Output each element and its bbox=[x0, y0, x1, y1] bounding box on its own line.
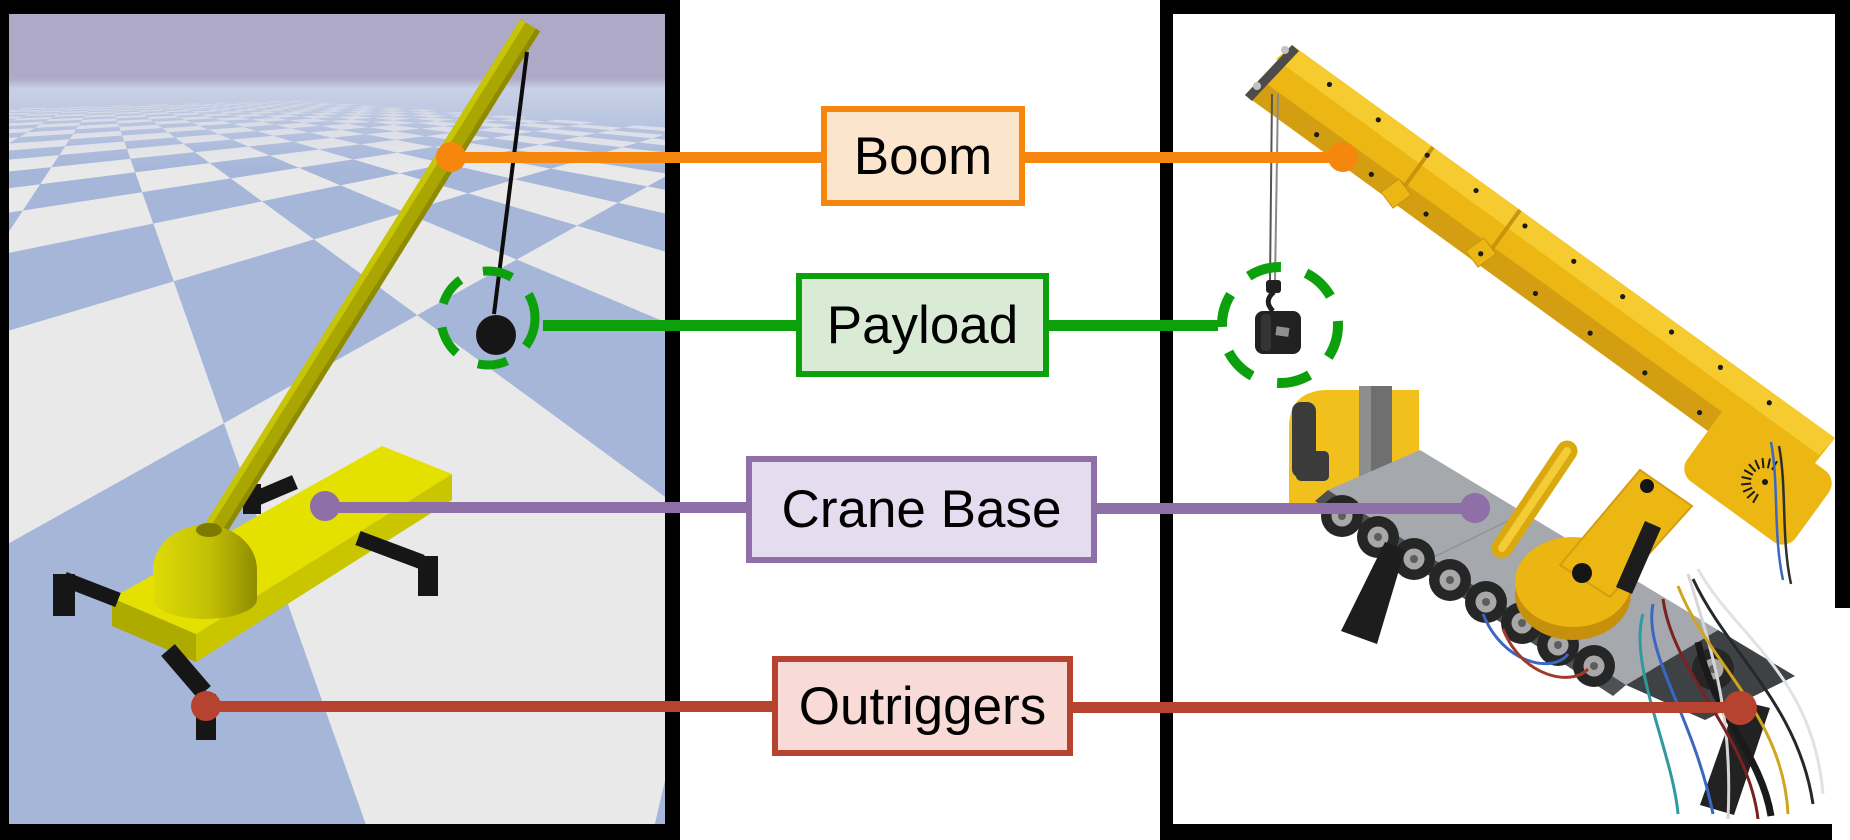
sim-payload-ball bbox=[476, 315, 516, 355]
label-text-crane-base: Crane Base bbox=[781, 480, 1062, 539]
real-payload-highlight-circle bbox=[1217, 262, 1343, 388]
real-a-frame bbox=[1558, 468, 1694, 599]
boom-dot-sim bbox=[436, 142, 466, 172]
payload-connector-line-real bbox=[1045, 320, 1218, 331]
outriggers-connector-line-sim bbox=[200, 701, 776, 712]
boom-connector-line-sim bbox=[445, 152, 825, 163]
label-text-payload: Payload bbox=[826, 295, 1019, 355]
outriggers-connector-line-real bbox=[1068, 702, 1742, 713]
real-outrigger-legs bbox=[1341, 521, 1775, 817]
payload-connector-line-sim bbox=[543, 320, 800, 331]
real-wire-bundle bbox=[1481, 441, 1825, 820]
label-text-outriggers: Outriggers bbox=[798, 676, 1047, 736]
outriggers-dot-sim bbox=[191, 691, 221, 721]
boom-dot-real bbox=[1328, 142, 1358, 172]
label-box-crane-base: Crane Base bbox=[746, 456, 1097, 563]
boom-connector-line-real bbox=[1020, 152, 1345, 163]
real-payload-weight bbox=[1255, 311, 1301, 354]
sim-outrigger-left bbox=[53, 572, 121, 616]
simulation-panel bbox=[9, 14, 665, 824]
real-hoist-cable bbox=[1269, 93, 1279, 283]
sim-payload-highlight-circle bbox=[436, 266, 540, 370]
label-box-boom: Boom bbox=[821, 106, 1025, 206]
sim-turret bbox=[153, 523, 257, 619]
label-box-payload: Payload bbox=[796, 273, 1049, 377]
crane-base-connector-line-real bbox=[1093, 503, 1478, 514]
simulation-panel-frame bbox=[0, 0, 680, 840]
real-hook bbox=[1265, 280, 1281, 313]
real-boom bbox=[1245, 45, 1835, 492]
photo-overlap-patch bbox=[1832, 608, 1850, 840]
real-crane-scene bbox=[1217, 45, 1835, 820]
sim-outrigger-right bbox=[355, 530, 438, 596]
real-boom-root bbox=[1684, 407, 1832, 545]
label-box-outriggers: Outriggers bbox=[772, 656, 1073, 756]
real-crane-panel bbox=[1173, 14, 1835, 824]
simulation-scene bbox=[9, 19, 665, 824]
sim-boom bbox=[195, 19, 541, 552]
label-text-boom: Boom bbox=[853, 126, 993, 186]
crane-base-connector-line-sim bbox=[318, 502, 750, 513]
crane-base-dot-real bbox=[1460, 493, 1490, 523]
real-crane-panel-frame bbox=[1160, 0, 1850, 840]
outriggers-dot-real bbox=[1723, 691, 1757, 725]
real-hydraulic-cylinder bbox=[1491, 440, 1578, 559]
crane-base-dot-sim bbox=[310, 491, 340, 521]
